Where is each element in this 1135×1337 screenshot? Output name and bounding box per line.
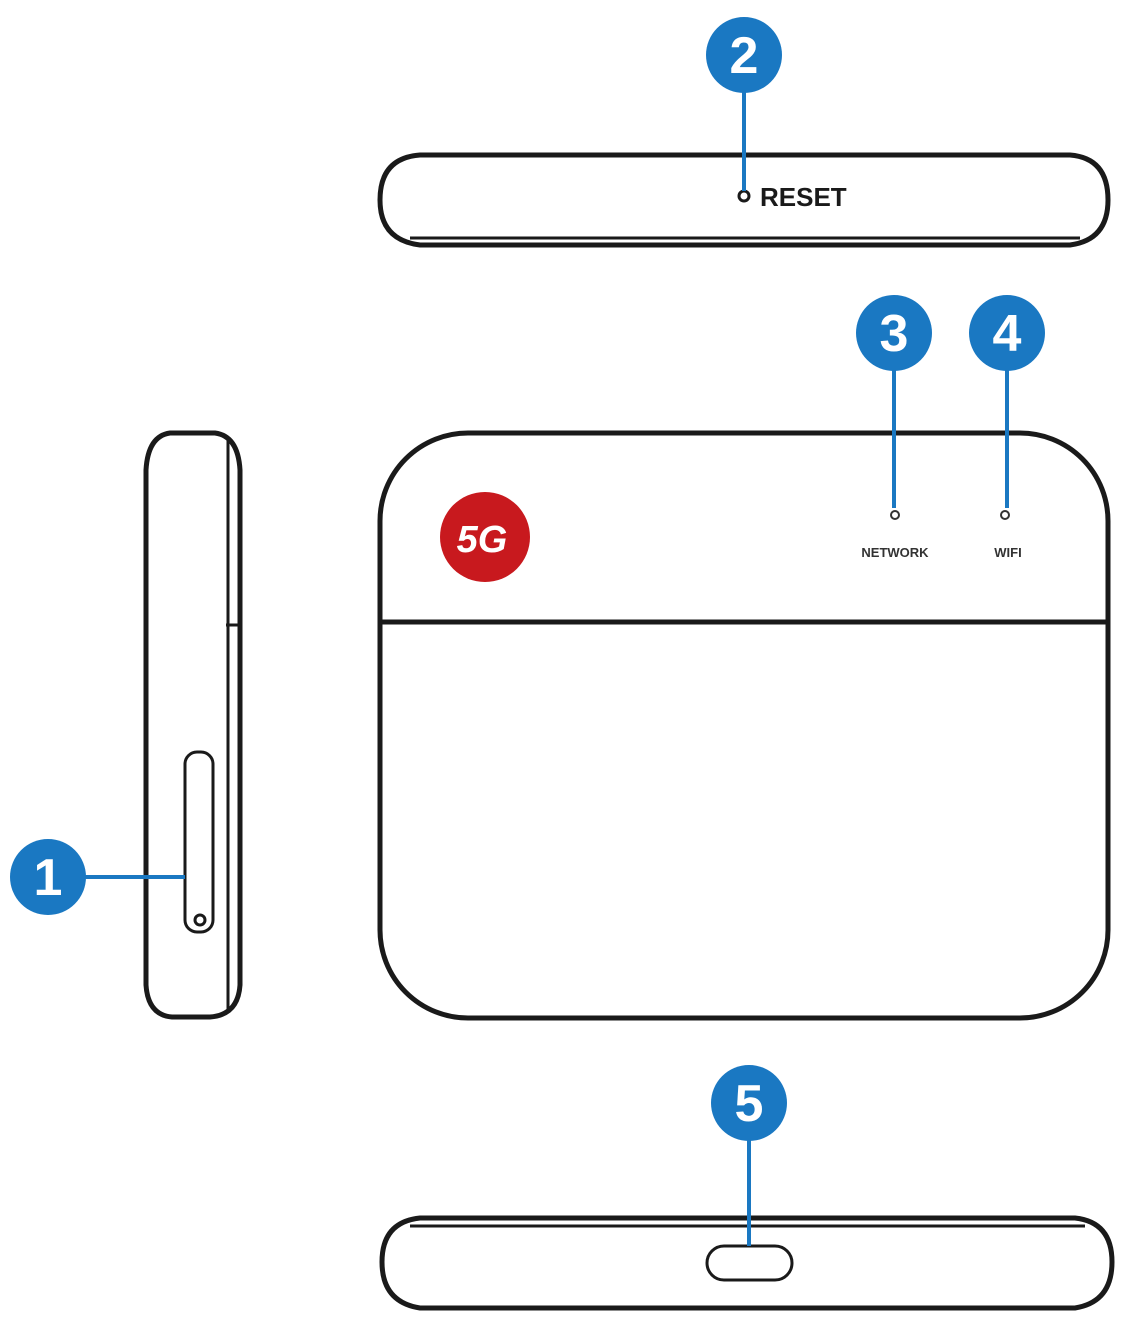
svg-text:4: 4 [993,305,1022,363]
front-body [377,430,1111,1021]
5g-logo: 5G [440,492,530,582]
callout-1: 1 [10,839,86,915]
callout-4: 4 [969,295,1045,371]
leader-lines [80,75,1009,1246]
left-side-view [143,430,243,1020]
wifi-indicator-icon [1000,510,1010,520]
network-indicator-icon [890,510,900,520]
svg-text:3: 3 [880,305,909,363]
sim-slot[interactable] [183,750,215,934]
svg-text:2: 2 [730,27,759,85]
reset-label: RESET [760,182,847,212]
bottom-edge-view [379,1215,1115,1311]
front-view: 5G NETWORK WIFI [377,430,1111,1021]
sim-eject-icon[interactable] [193,913,207,927]
top-edge-view: RESET [377,152,1111,248]
left-side-body [143,430,243,1020]
callout-3: 3 [856,295,932,371]
bottom-edge-body [379,1215,1115,1311]
network-label: NETWORK [861,545,929,560]
svg-text:1: 1 [34,849,63,907]
callout-2: 2 [706,17,782,93]
wifi-label: WIFI [994,545,1021,560]
svg-text:5: 5 [735,1075,764,1133]
svg-text:5G: 5G [457,519,508,561]
callout-5: 5 [711,1065,787,1141]
